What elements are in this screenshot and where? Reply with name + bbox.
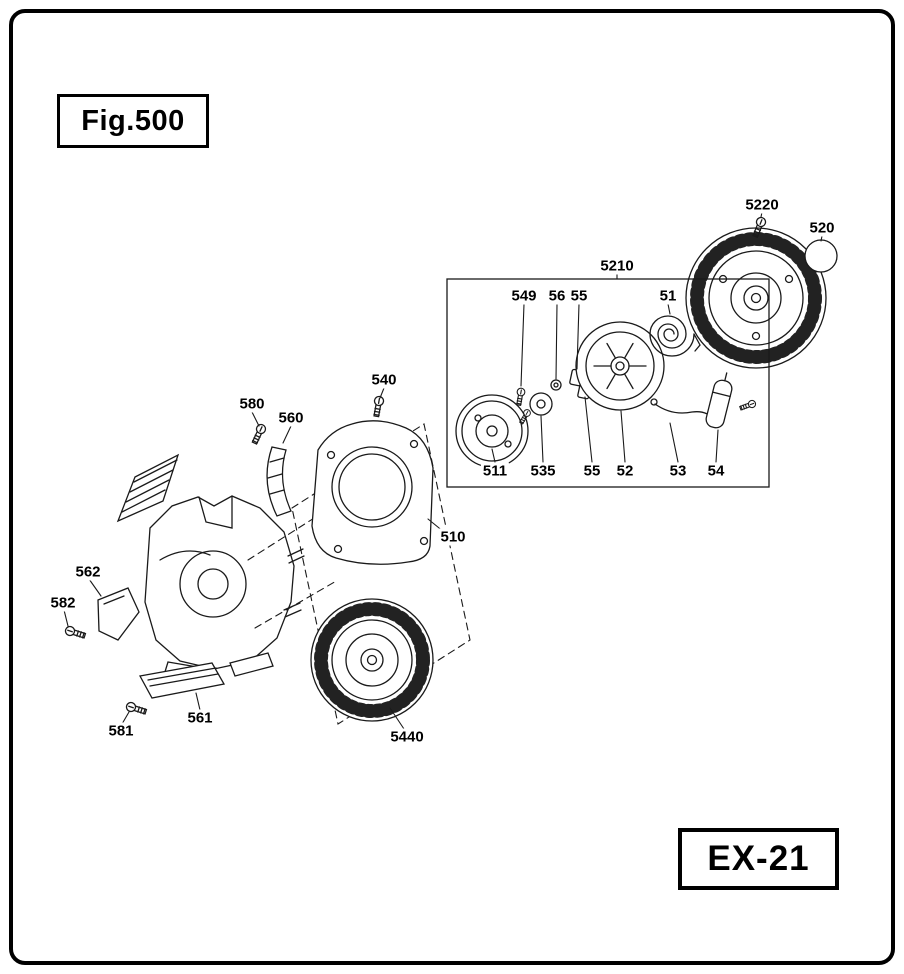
model-code-text: EX-21 <box>707 839 810 878</box>
flywheel-5440-drawing <box>310 598 434 722</box>
figure-number-text: Fig.500 <box>81 104 185 137</box>
handle-54-drawing <box>705 372 733 429</box>
part-label-55-top: 55 <box>568 287 590 305</box>
part-label-5220: 5220 <box>743 196 781 214</box>
part-label-540: 540 <box>369 371 399 389</box>
page-frame <box>9 9 895 965</box>
figure-number-box: Fig.500 <box>57 94 209 148</box>
part-label-581: 581 <box>106 722 136 740</box>
leader-lines <box>63 211 823 730</box>
ratchet-guide-535-drawing <box>517 392 553 426</box>
part-label-511: 511 <box>480 462 510 480</box>
starter-group-box-5210 <box>446 278 770 488</box>
pulley-52-drawing <box>575 321 665 411</box>
part-label-562: 562 <box>73 563 103 581</box>
plate-561-drawing <box>138 662 226 699</box>
part-label-510: 510 <box>438 528 468 546</box>
fan-cover-510-drawing <box>311 420 434 565</box>
part-label-580: 580 <box>237 395 267 413</box>
part-label-56: 56 <box>546 287 568 305</box>
part-label-549: 549 <box>509 287 539 305</box>
washer-56-drawing <box>550 379 562 391</box>
part-label-535: 535 <box>528 462 558 480</box>
part-label-5210: 5210 <box>598 257 636 275</box>
part-label-520: 520 <box>807 219 837 237</box>
model-code-box: EX-21 <box>678 828 839 890</box>
part-520-drawing <box>804 239 838 273</box>
part-label-560: 560 <box>276 409 306 427</box>
part-label-561: 561 <box>185 709 215 727</box>
part-label-582: 582 <box>48 594 78 612</box>
part-label-53: 53 <box>667 462 689 480</box>
recoil-starter-assembly-drawing <box>685 227 827 369</box>
screw-540-drawing <box>371 395 385 418</box>
screw-582-drawing <box>63 624 87 641</box>
screw-581-drawing <box>124 700 148 717</box>
bracket-562-drawing <box>97 587 140 641</box>
screw-549-drawing <box>514 387 526 407</box>
air-guide-plate-560-drawing <box>266 446 292 517</box>
part-label-5440: 5440 <box>388 728 426 746</box>
part-label-52: 52 <box>614 462 636 480</box>
part-label-51: 51 <box>657 287 679 305</box>
rope-53-drawing <box>650 398 715 421</box>
part-label-54: 54 <box>705 462 727 480</box>
screw-54-side-drawing <box>738 398 758 413</box>
spiral-spring-51-drawing <box>649 315 701 357</box>
starter-cup-511-drawing <box>455 394 529 468</box>
part-label-55-bottom: 55 <box>581 462 603 480</box>
